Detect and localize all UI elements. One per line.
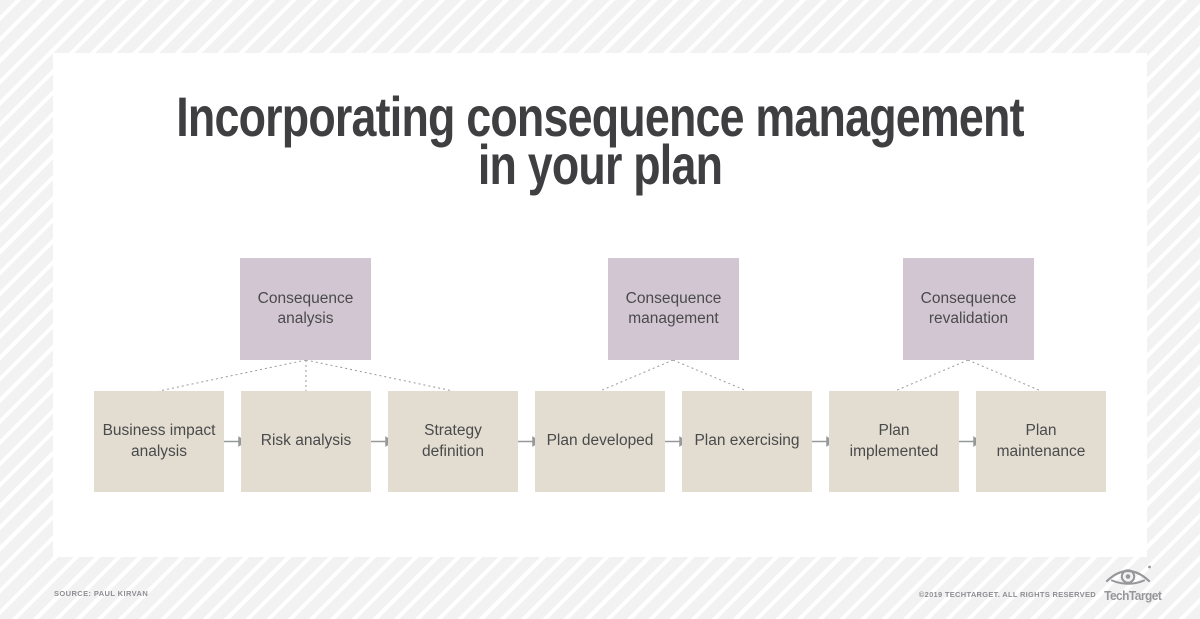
flow-box-plan-maintenance: Plan maintenance xyxy=(976,391,1106,492)
copyright-text: ©2019 TECHTARGET. ALL RIGHTS RESERVED xyxy=(918,590,1096,599)
flow-box-plan-exercising: Plan exercising xyxy=(682,391,812,492)
top-box-consequence-analysis: Consequence analysis xyxy=(240,258,371,360)
techtarget-logo: TechTarget xyxy=(1102,564,1162,603)
techtarget-logo-text: TechTarget xyxy=(1104,588,1162,603)
flow-box-label: Plan implemented xyxy=(849,422,939,460)
flow-box-label: Risk analysis xyxy=(260,432,352,450)
techtarget-eye-logo-icon xyxy=(1105,565,1151,585)
infographic-card: Incorporating consequence management in … xyxy=(53,53,1147,557)
flow-box-label: Plan developed xyxy=(546,432,654,450)
flow-box-risk-analysis: Risk analysis xyxy=(241,391,371,492)
top-box-label: Consequence management xyxy=(625,289,722,327)
top-box-consequence-management: Consequence management xyxy=(608,258,739,360)
flow-box-label: Business impact analysis xyxy=(102,422,216,460)
flow-box-label: Strategy definition xyxy=(421,422,485,460)
top-box-label: Consequence analysis xyxy=(257,289,354,327)
flow-box-label: Plan maintenance xyxy=(996,422,1086,460)
dotted-connectors xyxy=(158,359,1042,392)
flow-box-plan-developed: Plan developed xyxy=(535,391,665,492)
top-box-consequence-revalidation: Consequence revalidation xyxy=(903,258,1034,360)
flow-box-label: Plan exercising xyxy=(694,432,800,450)
flow-box-plan-implemented: Plan implemented xyxy=(829,391,959,492)
flow-box-strategy-definition: Strategy definition xyxy=(388,391,518,492)
page-title: Incorporating consequence management in … xyxy=(176,85,1024,196)
flow-box-business-impact-analysis: Business impact analysis xyxy=(94,391,224,492)
top-box-label: Consequence revalidation xyxy=(920,289,1017,327)
source-credit: SOURCE: PAUL KIRVAN xyxy=(54,589,149,598)
